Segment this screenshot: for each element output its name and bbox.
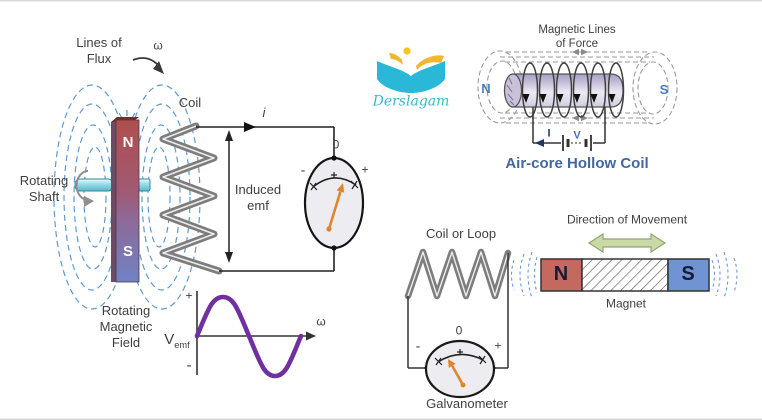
omega-rotation-arrow <box>132 57 164 74</box>
magnet-s-pole-right: S <box>681 262 695 285</box>
solenoid-s-pole: S <box>659 82 669 98</box>
coil-bottom-right <box>404 248 512 300</box>
omega-symbol-left: ω <box>153 38 163 53</box>
magnetic-lines-of-force-title: Magnetic Lines of Force <box>538 23 616 50</box>
galvanometer-plus-label: + <box>494 338 502 353</box>
galvanometer-wires <box>407 253 509 369</box>
rotating-shaft-label: Rotating Shaft <box>19 173 69 204</box>
bar-magnet-rotating <box>111 117 140 283</box>
page-top-border <box>0 0 762 2</box>
rotating-magnetic-field-label: Rotating Magnetic Field <box>99 303 153 350</box>
magnet-n-pole-left: N <box>122 133 134 151</box>
analog-meter-left <box>303 155 365 251</box>
coil-left <box>159 122 223 275</box>
coil-or-loop-label: Coil or Loop <box>425 226 497 242</box>
bar-magnet-horizontal <box>540 258 710 292</box>
galvanometer <box>424 339 496 399</box>
shaft-rotation-arrow <box>75 170 94 207</box>
circuit-current-label: I <box>547 127 551 140</box>
magnet-label: Magnet <box>605 296 647 311</box>
induced-emf-label: Induced emf <box>234 182 282 213</box>
meter-plus-label: + <box>361 162 369 177</box>
current-arrow <box>244 122 256 132</box>
omega-symbol-graph: ω <box>316 314 326 329</box>
vemf-label: Vemf <box>164 331 190 351</box>
galvanometer-zero-label: 0 <box>455 323 463 338</box>
meter-zero-label: 0 <box>332 137 340 152</box>
current-label-left: i <box>262 105 266 121</box>
pole-field-dashes <box>510 251 738 299</box>
air-core-caption: Air-core Hollow Coil <box>505 154 649 172</box>
sine-wave-graph <box>194 291 316 379</box>
galvanometer-minus-label: - <box>415 337 421 354</box>
solenoid-coil-loops <box>521 62 625 118</box>
meter-minus-label: - <box>300 161 306 178</box>
coil-label-left: Coil <box>178 95 202 111</box>
page-bottom-border <box>0 418 762 420</box>
lines-of-flux-label: Lines of Flux <box>76 35 122 66</box>
meter-needle <box>326 183 345 232</box>
solenoid-current-arrows <box>522 94 616 103</box>
circuit-wires-left <box>196 126 335 272</box>
magnet-s-pole-left: S <box>122 242 134 260</box>
circuit-voltage-label: V <box>573 129 581 142</box>
graph-plus-label: + <box>185 288 193 303</box>
vemf-v: V <box>164 330 175 348</box>
induced-emf-arrow <box>225 130 233 263</box>
logo-wordmark: Derslagam <box>372 93 450 110</box>
magnet-n-pole-right: N <box>553 262 569 285</box>
movement-arrow <box>587 232 667 254</box>
rotating-shaft-rod <box>74 178 151 192</box>
logo-book-icon <box>377 47 445 93</box>
vemf-sub: emf <box>174 339 190 350</box>
sine-wave <box>194 294 304 379</box>
direction-of-movement-label: Direction of Movement <box>566 212 688 227</box>
graph-minus-label: - <box>186 356 192 374</box>
galvanometer-label: Galvanometer <box>426 396 508 412</box>
solenoid-n-pole: N <box>481 81 491 97</box>
circuit-current-arrow <box>535 139 544 147</box>
galvanometer-needle <box>448 359 466 388</box>
